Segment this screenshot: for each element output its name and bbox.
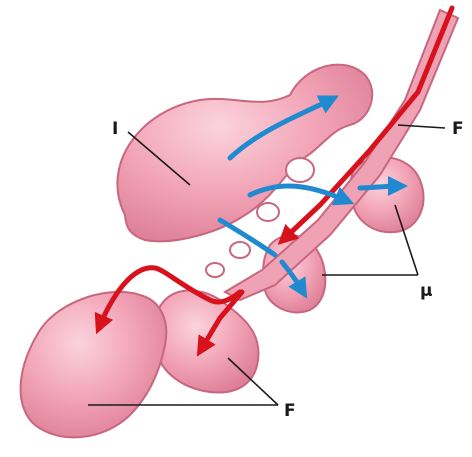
duct-opening [257,203,279,221]
duct-opening [230,242,250,258]
duct-opening [206,263,224,277]
label-f-bottom: F [284,401,296,421]
bottom-left-lobe [21,292,167,437]
label-f-right: F [452,119,464,139]
label-i: I [112,119,118,139]
arrow-blue-icon [360,186,398,188]
label-mu: μ [420,281,433,301]
duct-opening [286,158,314,182]
